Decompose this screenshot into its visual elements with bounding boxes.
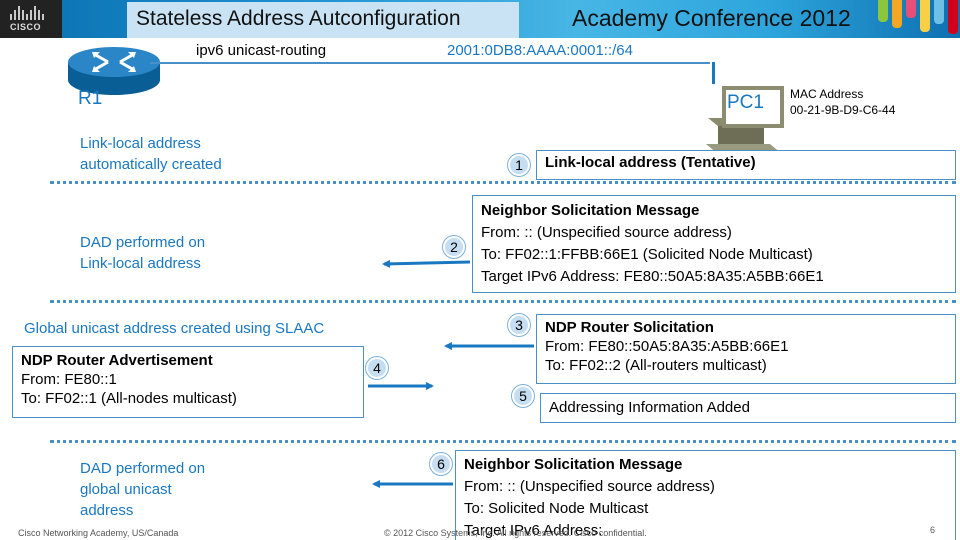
link-local-label-line1: Link-local address [80,135,201,152]
step5-box: Addressing Information Added [540,393,956,423]
pc-link [712,62,715,84]
step3-to: To: FF02::2 (All-routers multicast) [545,357,767,374]
step4-from: From: FE80::1 [21,371,117,388]
cisco-logo-text: CISCO [10,22,42,32]
network-link [150,62,710,64]
step5-title: Addressing Information Added [549,399,750,416]
step-4-badge: 4 [366,357,388,379]
cisco-logo-icon [10,6,44,20]
step2-title: Neighbor Solicitation Message [481,202,700,219]
computer-icon [706,86,784,160]
router-icon [68,47,160,95]
step-2-badge: 2 [443,236,465,258]
step3-box: NDP Router Solicitation From: FE80::50A5… [536,314,956,384]
footer-left: Cisco Networking Academy, US/Canada [18,528,179,538]
dad-global-line2: global unicast [80,481,172,498]
step3-from: From: FE80::50A5:8A35:A5BB:66E1 [545,338,789,355]
arrow-step2 [382,259,471,268]
step-6-badge: 6 [430,453,452,475]
divider [50,181,956,184]
step-3-badge: 3 [508,314,530,336]
page-number: 6 [930,525,936,535]
conference-title: Academy Conference 2012 [572,5,851,31]
step-1-badge: 1 [508,154,530,176]
step6-target: Target IPv6 Address: [464,522,603,539]
step1-title: Link-local address (Tentative) [545,154,756,171]
step4-to: To: FF02::1 (All-nodes multicast) [21,390,237,407]
dad-link-local-line1: DAD performed on [80,234,206,251]
dad-link-local-label: DAD performed on Link-local address [80,232,205,274]
mac-address: MAC Address 00-21-9B-D9-C6-44 [790,86,895,118]
decorative-bars [876,0,960,38]
link-local-label: Link-local address automatically created [80,133,222,175]
step2-target: Target IPv6 Address: FE80::50A5:8A35:A5B… [481,268,824,285]
step2-box: Neighbor Solicitation Message From: :: (… [472,195,956,293]
divider [50,440,956,443]
dad-global-label: DAD performed on global unicast address [80,458,205,521]
footer-copyright: © 2012 Cisco Systems, Inc. All rights re… [384,528,647,538]
global-slaac-label: Global unicast address created using SLA… [24,320,325,337]
step1-box: Link-local address (Tentative) [536,150,956,180]
pc-label: PC1 [727,92,764,113]
step2-to: To: FF02::1:FFBB:66E1 (Solicited Node Mu… [481,246,813,263]
title-box [127,2,519,38]
mac-address-title: MAC Address [790,87,864,101]
step6-to: To: Solicited Node Multicast [464,500,649,517]
dad-link-local-line2: Link-local address [80,255,201,272]
mac-address-value: 00-21-9B-D9-C6-44 [790,103,896,117]
step6-box: Neighbor Solicitation Message From: :: (… [455,450,956,540]
cisco-logo: CISCO [0,0,62,38]
link-local-label-line2: automatically created [80,156,222,173]
step3-title: NDP Router Solicitation [545,319,714,336]
step6-from: From: :: (Unspecified source address) [464,478,715,495]
step-5-badge: 5 [512,385,534,407]
divider [50,300,956,303]
router-command: ipv6 unicast-routing [196,42,327,59]
page-title: Stateless Address Autconfiguration [136,7,461,30]
dad-global-line1: DAD performed on [80,460,206,477]
header-bar: CISCO Stateless Address Autconfiguration… [0,0,960,38]
step4-box: NDP Router Advertisement From: FE80::1 T… [12,346,364,418]
step6-title: Neighbor Solicitation Message [464,456,683,473]
dad-global-line3: address [80,502,134,519]
router-label: R1 [78,88,103,109]
network-prefix: 2001:0DB8:AAAA:0001::/64 [447,42,633,59]
step4-title: NDP Router Advertisement [21,352,213,369]
step2-from: From: :: (Unspecified source address) [481,224,732,241]
